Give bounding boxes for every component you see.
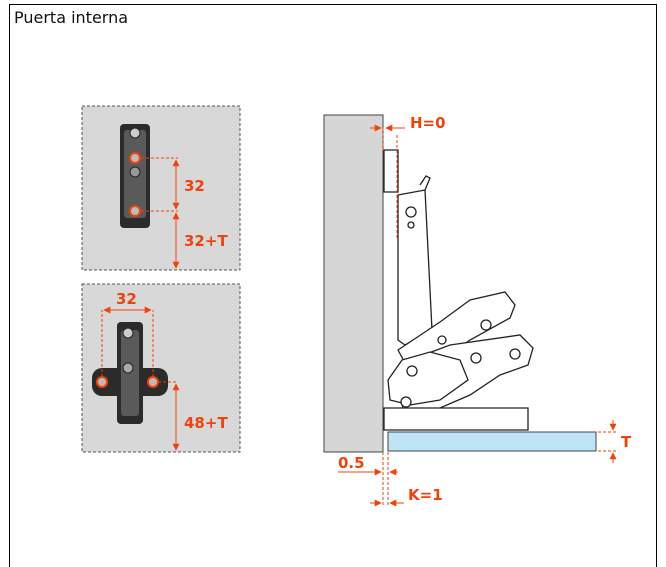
top-dim-32t-label: 32+T	[184, 232, 228, 250]
bottom-dim-32-label: 32	[116, 290, 137, 308]
bottom-plate-view: 32 48+T	[81, 283, 241, 453]
hinge-mechanism	[383, 149, 534, 431]
side-view: H=0 0.5 K=1 T	[323, 114, 632, 507]
t-label: T	[621, 433, 632, 451]
bottom-dim-48t-label: 48+T	[184, 414, 228, 432]
bottom-hole-right	[147, 376, 159, 388]
top-screw-icon	[129, 127, 141, 139]
diagram-title: Puerta interna	[14, 8, 129, 27]
top-plate-view: 32 32+T	[81, 105, 241, 271]
k-label: K=1	[408, 486, 443, 504]
top-dim-32-label: 32	[184, 177, 205, 195]
h-label: H=0	[410, 114, 446, 132]
top-plate-panel	[81, 105, 241, 271]
bottom-hole-left	[96, 376, 108, 388]
top-hole-upper	[129, 152, 141, 164]
gap-label: 0.5	[338, 454, 365, 472]
top-hole-lower	[129, 205, 141, 217]
bottom-screw-icon	[122, 327, 134, 339]
door-panel	[387, 431, 597, 452]
cabinet-side-panel	[323, 114, 384, 453]
